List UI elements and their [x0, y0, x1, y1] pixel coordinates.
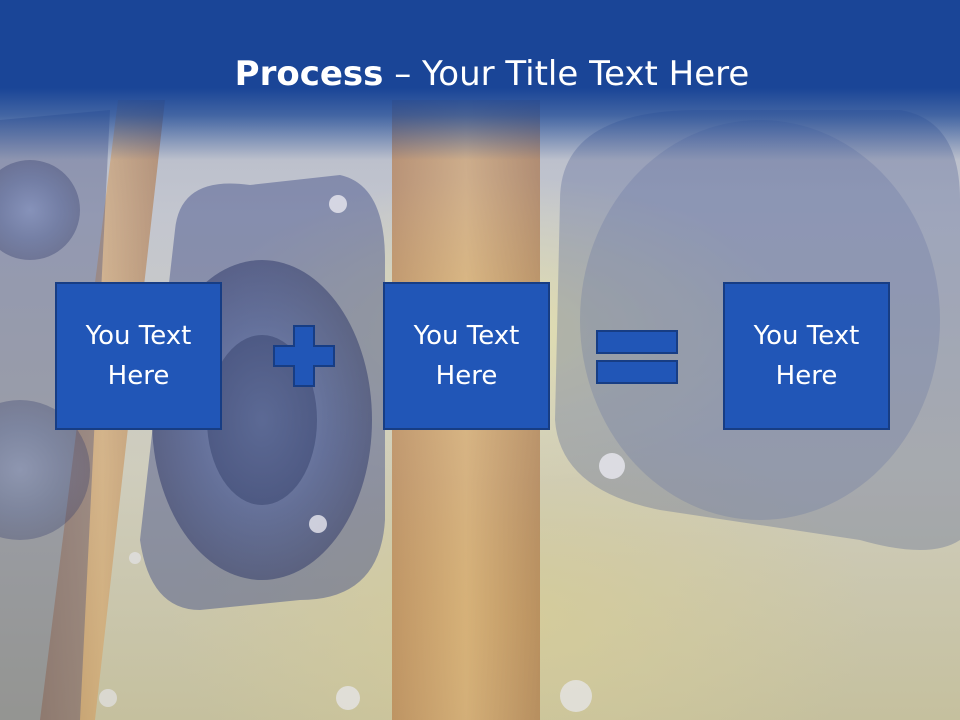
title-dash: – — [383, 54, 423, 94]
process-box-3[interactable]: You Text Here — [723, 282, 890, 430]
process-box-2[interactable]: You Text Here — [383, 282, 550, 430]
process-box-1[interactable]: You Text Here — [55, 282, 222, 430]
equals-icon — [596, 330, 678, 384]
box-2-line-1: You Text — [413, 321, 520, 351]
slide-title: Process – Your Title Text Here — [0, 52, 960, 96]
box-3-line-2: Here — [775, 361, 838, 391]
header-band — [0, 0, 960, 160]
title-rest: Your Title Text Here — [422, 54, 750, 94]
box-3-line-1: You Text — [753, 321, 860, 351]
box-2-line-2: Here — [435, 361, 498, 391]
box-1-line-2: Here — [107, 361, 170, 391]
box-1-line-1: You Text — [85, 321, 192, 351]
plus-icon — [273, 325, 335, 387]
title-bold: Process — [234, 54, 384, 94]
